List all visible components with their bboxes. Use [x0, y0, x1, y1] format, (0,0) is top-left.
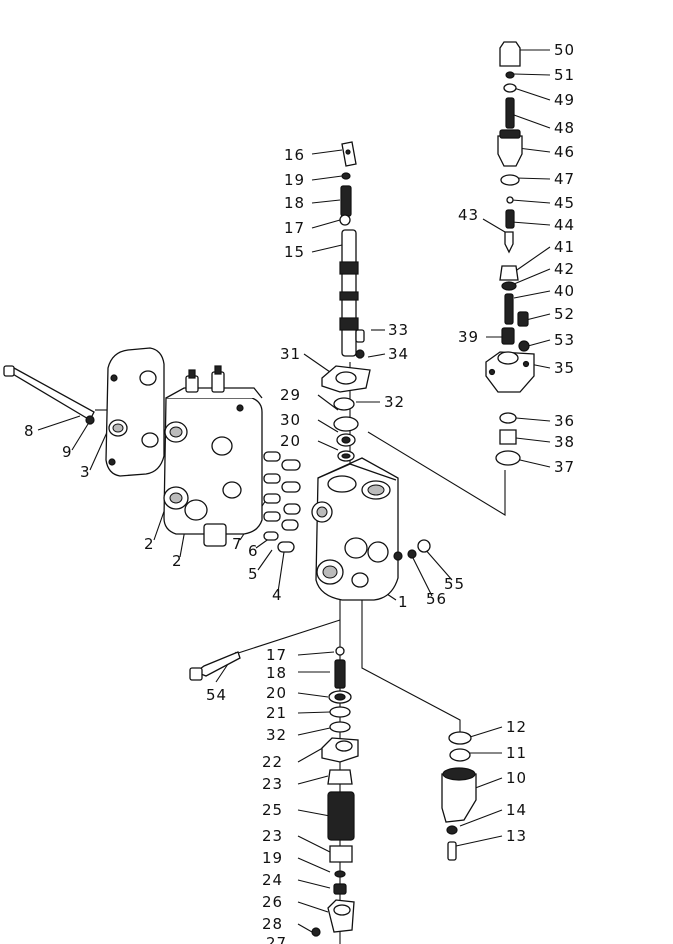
callout-23-lower: 23	[262, 827, 283, 845]
callout-18-upper: 18	[284, 194, 305, 212]
callout-52: 52	[554, 305, 575, 323]
callout-20-lower: 20	[266, 684, 287, 702]
callout-25: 25	[262, 801, 283, 819]
callout-1: 1	[398, 593, 409, 611]
callout-12: 12	[506, 718, 527, 736]
callout-20-upper: 20	[280, 432, 301, 450]
callout-28: 28	[262, 915, 283, 933]
callout-48: 48	[554, 119, 575, 137]
callout-4: 4	[272, 586, 283, 604]
callout-29: 29	[280, 386, 301, 404]
callout-44: 44	[554, 216, 575, 234]
end-cap-group	[441, 731, 477, 861]
callout-49: 49	[554, 91, 575, 109]
callout-56: 56	[426, 590, 447, 608]
callout-55: 55	[444, 575, 465, 593]
lower-spool-stack	[189, 646, 359, 937]
tie-rod-8	[3, 365, 95, 425]
callout-33: 33	[388, 321, 409, 339]
callout-17-lower: 17	[266, 646, 287, 664]
callout-51: 51	[554, 66, 575, 84]
relief-valve-group	[485, 41, 535, 466]
callout-9: 9	[62, 443, 73, 461]
callout-3: 3	[80, 463, 91, 481]
callout-43: 43	[458, 206, 479, 224]
callout-35: 35	[554, 359, 575, 377]
callout-27: 27	[266, 934, 287, 944]
callout-24: 24	[262, 871, 283, 889]
callout-16: 16	[284, 146, 305, 164]
callout-17-upper: 17	[284, 219, 305, 237]
callout-54: 54	[206, 686, 227, 704]
callout-5: 5	[248, 565, 259, 583]
callout-15: 15	[284, 243, 305, 261]
callout-37: 37	[554, 458, 575, 476]
callout-2-b: 2	[172, 552, 183, 570]
callout-32-upper: 32	[384, 393, 405, 411]
callout-7: 7	[232, 535, 243, 553]
callout-53: 53	[554, 331, 575, 349]
part-callouts: 50 51 49 48 46 47 45 43 44 41 42 40 52 3…	[24, 41, 575, 944]
callout-26: 26	[262, 893, 283, 911]
callout-46: 46	[554, 143, 575, 161]
upper-spool-stack	[321, 141, 371, 462]
callout-40: 40	[554, 282, 575, 300]
callout-39: 39	[458, 328, 479, 346]
callout-18-lower: 18	[266, 664, 287, 682]
callout-31: 31	[280, 345, 301, 363]
callout-41: 41	[554, 238, 575, 256]
valve-section-2	[163, 365, 263, 547]
callout-19-lower: 19	[262, 849, 283, 867]
callout-8: 8	[24, 422, 35, 440]
callout-21: 21	[266, 704, 287, 722]
main-valve-body-1	[311, 457, 431, 601]
callout-42: 42	[554, 260, 575, 278]
callout-14: 14	[506, 801, 527, 819]
callout-50: 50	[554, 41, 575, 59]
callout-36: 36	[554, 412, 575, 430]
end-plate-3	[105, 347, 165, 477]
callout-6: 6	[248, 542, 259, 560]
callout-10: 10	[506, 769, 527, 787]
callout-45: 45	[554, 194, 575, 212]
callout-32-lower: 32	[266, 726, 287, 744]
callout-38: 38	[554, 433, 575, 451]
callout-47: 47	[554, 170, 575, 188]
callout-30: 30	[280, 411, 301, 429]
callout-11: 11	[506, 744, 527, 762]
callout-22: 22	[262, 753, 283, 771]
seals-4-7	[263, 451, 301, 553]
callout-23-upper: 23	[262, 775, 283, 793]
callout-13: 13	[506, 827, 527, 845]
callout-19-upper: 19	[284, 171, 305, 189]
callout-2-a: 2	[144, 535, 155, 553]
callout-34: 34	[388, 345, 409, 363]
